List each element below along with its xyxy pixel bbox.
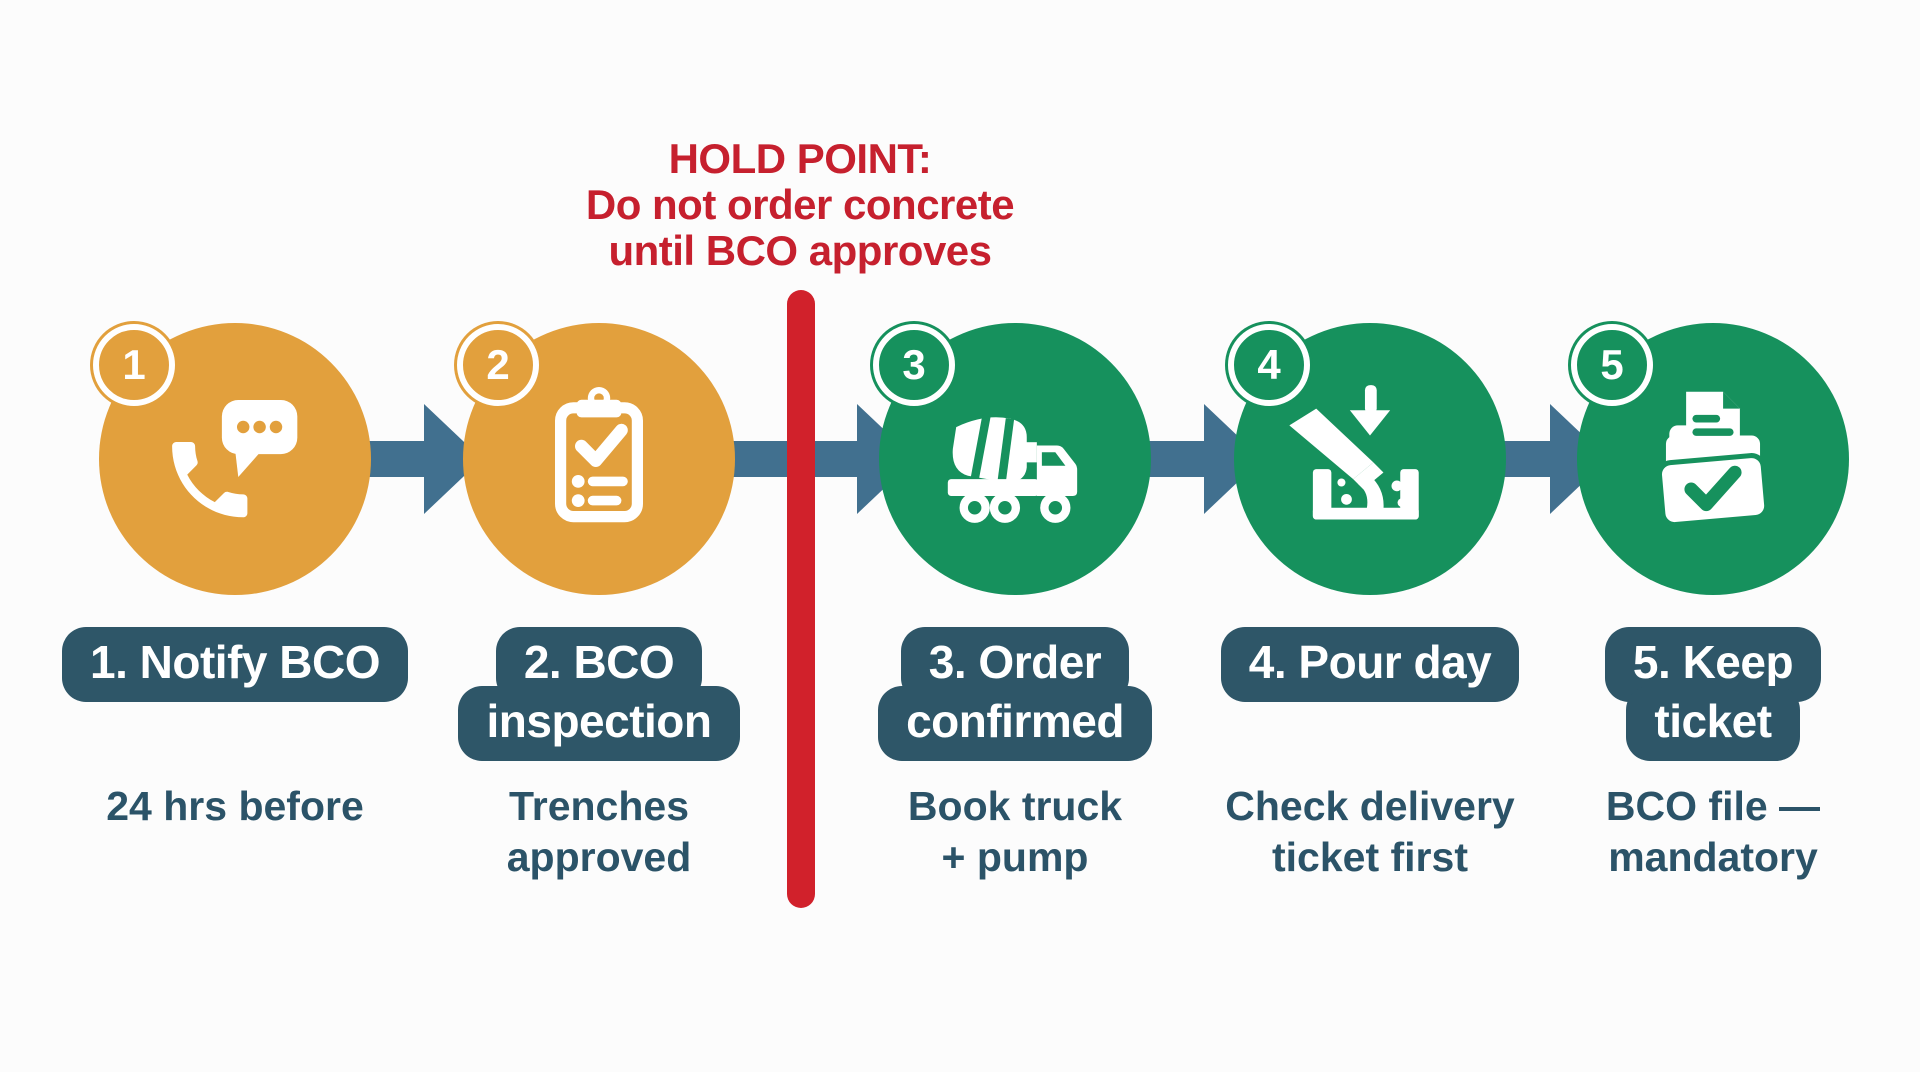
- hold-point-line-1: HOLD POINT:: [668, 135, 932, 182]
- step-5-label: 5. Keep ticket: [1463, 627, 1920, 761]
- hold-point-line-3: until BCO approves: [608, 227, 992, 274]
- step-5-label-line-2: ticket: [1626, 686, 1800, 761]
- step-2-number-badge: 2: [457, 324, 539, 406]
- step-2-note: Trenches approved: [349, 781, 849, 883]
- step-3-note: Book truck + pump: [765, 781, 1265, 883]
- step-1-label-text: 1. Notify BCO: [62, 627, 408, 702]
- step-4-note-line-1: Check delivery: [1225, 783, 1515, 829]
- step-1-number: 1: [122, 341, 146, 388]
- concrete-pour-icon: [1289, 385, 1419, 520]
- step-1-note: 24 hrs before: [0, 781, 485, 832]
- step-2-note-line-2: approved: [506, 834, 692, 880]
- step-5-note-line-1: BCO file —: [1605, 783, 1821, 829]
- step-4-number-badge: 4: [1228, 324, 1310, 406]
- step-5-note: BCO file — mandatory: [1463, 781, 1920, 883]
- step-1-note-line-1: 24 hrs before: [106, 783, 364, 829]
- step-2-label-line-1: 2. BCO: [495, 627, 703, 702]
- step-3-note-line-1: Book truck: [907, 783, 1123, 829]
- hold-point-line-2: Do not order concrete: [585, 181, 1015, 228]
- clipboard-checklist-icon: [555, 387, 643, 523]
- step-5-number: 5: [1600, 341, 1624, 388]
- step-2-number: 2: [486, 341, 510, 388]
- concrete-mixer-truck-icon: [947, 415, 1078, 523]
- step-3-note-line-2: + pump: [941, 834, 1089, 880]
- step-5-number-badge: 5: [1571, 324, 1653, 406]
- folder-ticket-icon: [1656, 391, 1770, 528]
- step-2-label-line-2: inspection: [458, 686, 740, 761]
- step-3-label: 3. Order confirmed: [765, 627, 1265, 761]
- step-4-label: 4. Pour day: [1120, 627, 1620, 702]
- step-4-label-text: 4. Pour day: [1220, 627, 1520, 702]
- step-2-note-line-1: Trenches: [508, 783, 690, 829]
- step-1-number-badge: 1: [93, 324, 175, 406]
- step-2-label: 2. BCO inspection: [349, 627, 849, 761]
- step-4-note: Check delivery ticket first: [1120, 781, 1620, 883]
- step-4-number: 4: [1257, 341, 1281, 388]
- step-5-note-line-2: mandatory: [1608, 834, 1818, 880]
- hold-point-barrier-line: [787, 290, 815, 908]
- step-2-circle: [463, 323, 735, 595]
- step-3-label-line-2: confirmed: [878, 686, 1152, 761]
- step-3-number: 3: [902, 341, 926, 388]
- phone-chat-icon: [172, 399, 298, 518]
- step-4-note-line-2: ticket first: [1272, 834, 1468, 880]
- hold-point-warning: HOLD POINT: Do not order concrete until …: [395, 136, 1205, 274]
- step-3-number-badge: 3: [873, 324, 955, 406]
- step-1-label: 1. Notify BCO: [0, 627, 485, 702]
